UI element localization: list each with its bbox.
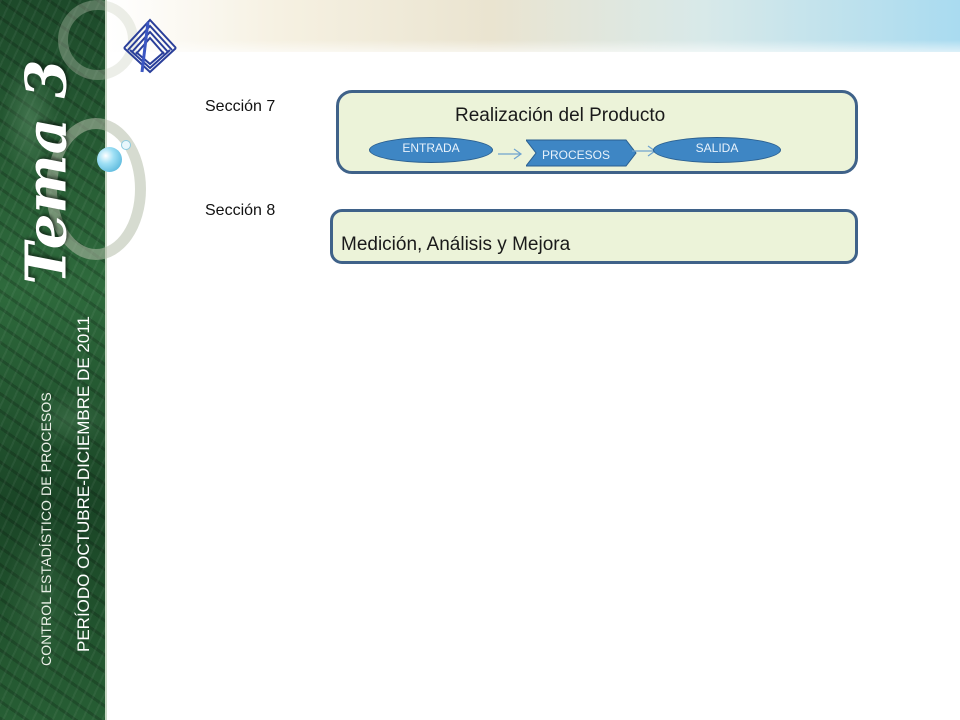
output-pill: SALIDA [653, 137, 781, 163]
input-label: ENTRADA [402, 141, 460, 155]
output-label: SALIDA [695, 141, 739, 155]
topic-title-container: Tema 3 [13, 60, 79, 285]
small-bubble-icon [121, 140, 131, 150]
institution-logo-icon [123, 18, 177, 74]
section-8-box: Medición, Análisis y Mejora [330, 209, 858, 264]
arrow-right-icon [498, 148, 523, 160]
process-label: PROCESOS [541, 148, 610, 162]
decorative-ring-top [58, 0, 138, 80]
section-8-title: Medición, Análisis y Mejora [341, 234, 571, 255]
input-pill: ENTRADA [369, 137, 493, 163]
topic-title: Tema 3 [13, 59, 79, 285]
process-chevron [526, 139, 637, 167]
section-7-label: Sección 7 [205, 98, 276, 115]
header-fade [107, 40, 960, 60]
bubble-icon [97, 147, 122, 172]
decorative-ring [46, 118, 146, 260]
course-period: PERÍODO OCTUBRE-DICIEMBRE DE 2011 [74, 316, 93, 652]
section-8-label: Sección 8 [205, 202, 276, 219]
section-7-title: Realización del Producto [455, 105, 666, 126]
section-7-box: Realización del Producto ENTRADA PROCESO… [336, 90, 858, 174]
sidebar-divider [105, 0, 107, 720]
course-name: CONTROL ESTADÍSTICO DE PROCESOS [38, 392, 54, 666]
